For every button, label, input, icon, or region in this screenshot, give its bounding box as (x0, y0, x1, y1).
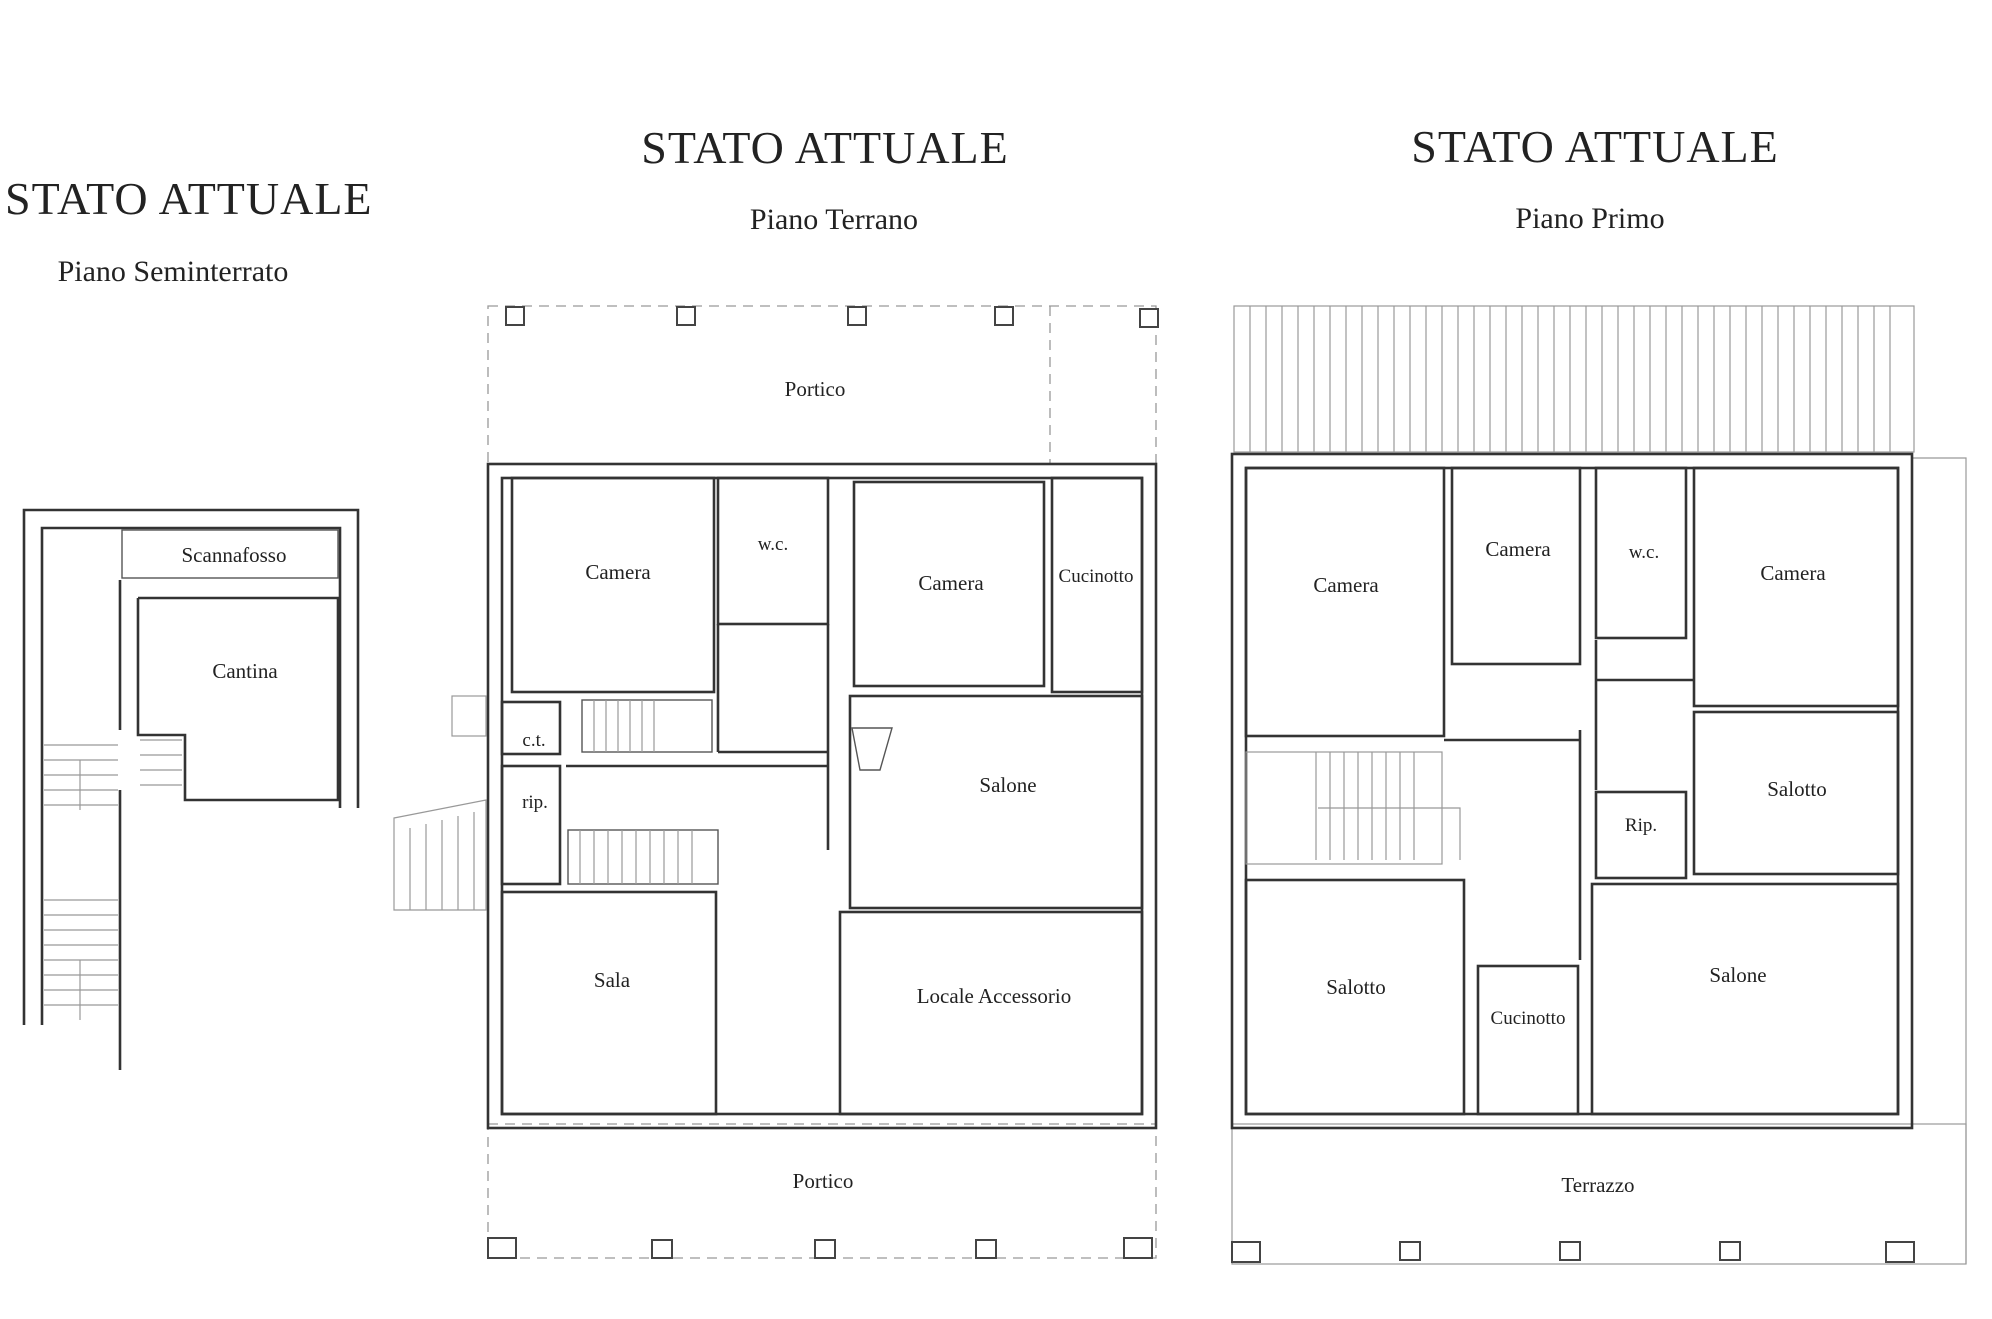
stairs-external-terrano (393, 695, 487, 911)
subtitle-seminterrato: Piano Seminterrato (58, 255, 289, 288)
room-camera-mid-primo: Camera (1485, 537, 1551, 561)
room-cucinotto-primo: Cucinotto (1491, 1008, 1566, 1029)
room-salotto-right-primo: Salotto (1767, 777, 1827, 801)
terrazzo-pillars (1231, 1241, 1915, 1263)
room-rip-terrano: rip. (522, 792, 548, 813)
room-camera-right-primo: Camera (1760, 561, 1826, 585)
room-wc-primo: w.c. (1629, 542, 1659, 563)
room-cucinotto-terrano: Cucinotto (1059, 566, 1134, 587)
room-terrazzo: Terrazzo (1561, 1173, 1634, 1197)
room-camera-right-terrano: Camera (918, 571, 984, 595)
stairs-seminterrato (44, 739, 182, 1020)
room-salone-terrano: Salone (979, 773, 1036, 797)
title-terrano: STATO ATTUALE (641, 122, 1009, 173)
room-salone-primo: Salone (1709, 963, 1766, 987)
room-sala-terrano: Sala (594, 968, 631, 992)
room-salotto-left-primo: Salotto (1326, 975, 1386, 999)
room-locale-accessorio: Locale Accessorio (917, 984, 1072, 1008)
portico-pillars-top (505, 306, 1159, 328)
title-primo: STATO ATTUALE (1411, 121, 1779, 172)
title-seminterrato: STATO ATTUALE (5, 173, 373, 224)
room-scannafosso: Scannafosso (182, 543, 287, 567)
stairs-primo (1245, 751, 1461, 865)
subtitle-terrano: Piano Terrano (750, 203, 918, 236)
room-wc-terrano: w.c. (758, 534, 788, 555)
room-portico-top: Portico (785, 377, 846, 401)
portico-pillars-bottom (487, 1237, 1153, 1259)
room-camera-left-primo: Camera (1313, 573, 1379, 597)
room-cantina: Cantina (212, 659, 278, 683)
plan-terrano: STATO ATTUALE Piano Terrano Portico Port… (393, 122, 1159, 1259)
room-rip-primo: Rip. (1625, 815, 1657, 836)
room-camera-left-terrano: Camera (585, 560, 651, 584)
subtitle-primo: Piano Primo (1515, 202, 1664, 235)
plan-primo: STATO ATTUALE Piano Primo Terrazzo Camer… (1230, 121, 1967, 1265)
plan-seminterrato: STATO ATTUALE Piano Seminterrato Scannaf… (5, 173, 373, 1070)
room-portico-bottom: Portico (793, 1169, 854, 1193)
room-ct-terrano: c.t. (522, 730, 545, 751)
